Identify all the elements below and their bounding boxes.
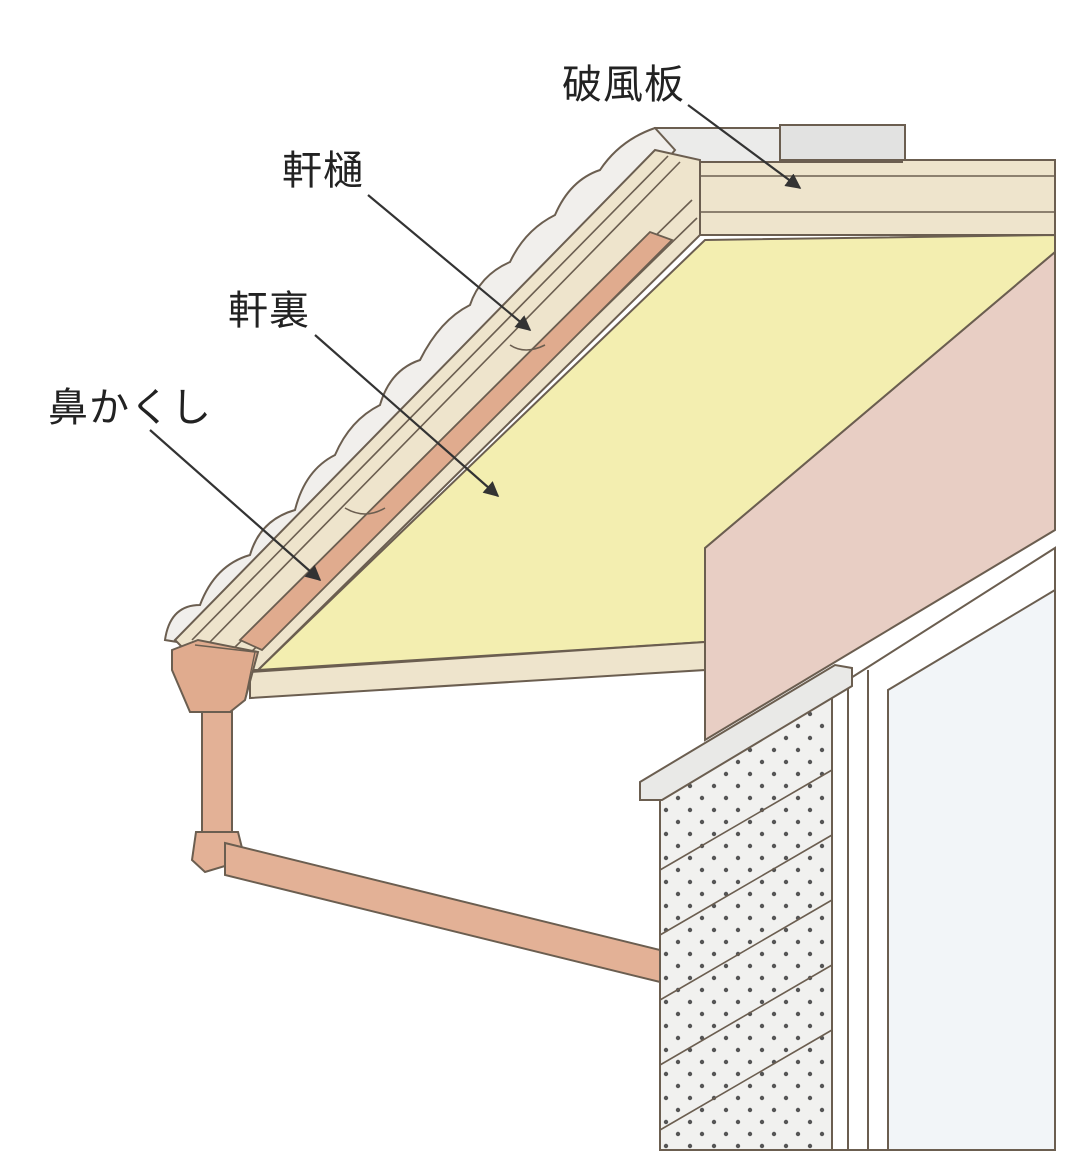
fascia-board [699,159,1056,236]
label-gutter: 軒樋 [282,148,364,194]
gutter-corner-box [171,638,260,713]
siding-cap [639,663,853,801]
label-soffit: 軒裏 [228,288,310,334]
leader-arrows [149,104,802,582]
drain-pipe [224,841,661,984]
label-nose-cover: 鼻かくし [48,385,212,431]
lower-fascia [249,640,706,700]
window-glass [887,588,1056,1151]
downspout [201,711,233,846]
gutter-trough [238,230,674,652]
label-fascia-board: 破風板 [562,62,685,108]
